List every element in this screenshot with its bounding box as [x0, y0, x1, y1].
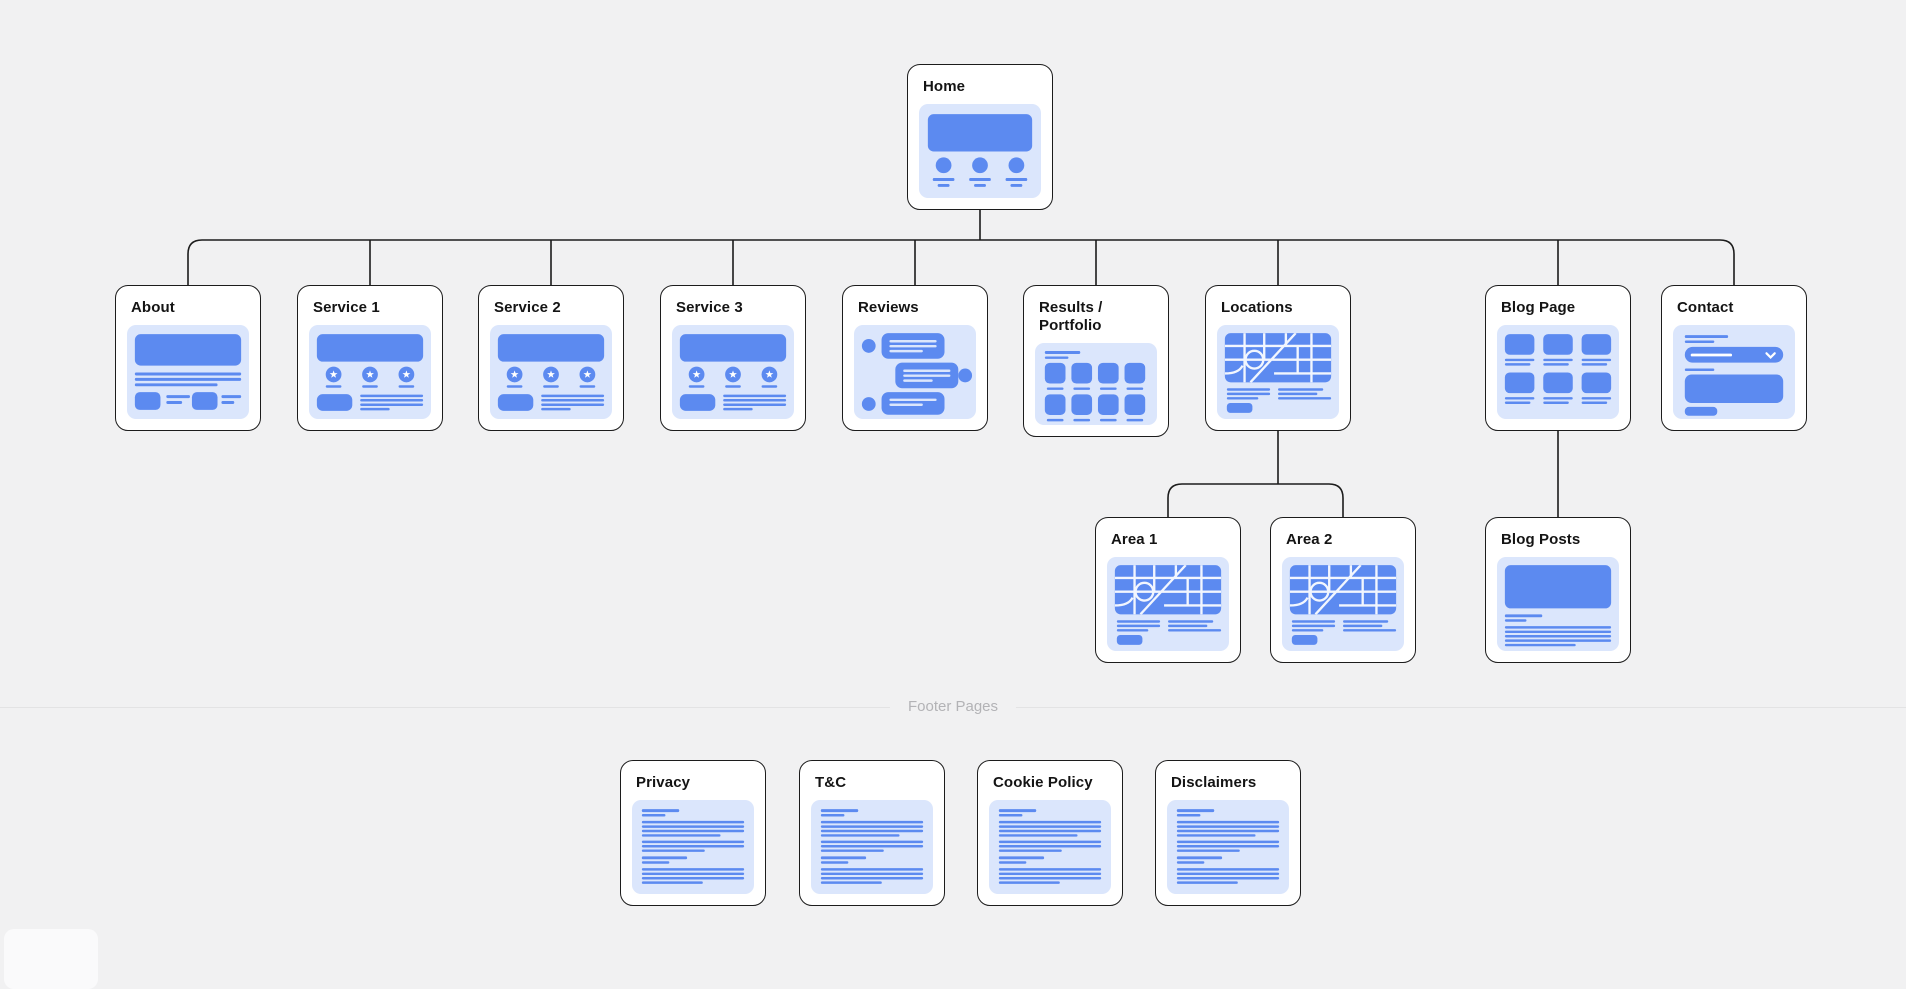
legal-thumbnail — [1167, 800, 1289, 894]
node-title: Results / Portfolio — [1039, 299, 1103, 334]
map-thumbnail — [1107, 557, 1229, 651]
contact-thumbnail — [1673, 325, 1795, 419]
legal-thumbnail — [989, 800, 1111, 894]
service-thumbnail — [309, 325, 431, 419]
map-thumbnail — [1282, 557, 1404, 651]
node-card-results[interactable]: Results / Portfolio — [1023, 285, 1169, 437]
reviews-thumbnail — [854, 325, 976, 419]
node-card-tc[interactable]: T&C — [799, 760, 945, 906]
node-card-home[interactable]: Home — [907, 64, 1053, 210]
node-title: Area 2 — [1286, 531, 1333, 548]
node-card-privacy[interactable]: Privacy — [620, 760, 766, 906]
node-title: Service 1 — [313, 299, 380, 316]
node-card-service3[interactable]: Service 3 — [660, 285, 806, 431]
legal-thumbnail — [632, 800, 754, 894]
partial-card-offscreen — [4, 929, 98, 989]
footer-divider-label: Footer Pages — [889, 698, 1017, 716]
node-title: Locations — [1221, 299, 1293, 316]
node-card-about[interactable]: About — [115, 285, 261, 431]
portfolio-thumbnail — [1035, 343, 1157, 425]
node-title: About — [131, 299, 175, 316]
node-card-locations[interactable]: Locations — [1205, 285, 1351, 431]
node-title: Service 2 — [494, 299, 561, 316]
node-title: Disclaimers — [1171, 774, 1257, 791]
node-title: Home — [923, 78, 966, 95]
node-title: Service 3 — [676, 299, 743, 316]
node-title: Contact — [1677, 299, 1734, 316]
node-card-blogpage[interactable]: Blog Page — [1485, 285, 1631, 431]
node-title: Cookie Policy — [993, 774, 1093, 791]
home-thumbnail — [919, 104, 1041, 198]
node-card-cookie[interactable]: Cookie Policy — [977, 760, 1123, 906]
node-title: Blog Page — [1501, 299, 1576, 316]
node-card-reviews[interactable]: Reviews — [842, 285, 988, 431]
node-title: Blog Posts — [1501, 531, 1581, 548]
node-card-area2[interactable]: Area 2 — [1270, 517, 1416, 663]
about-thumbnail — [127, 325, 249, 419]
node-card-disclaimers[interactable]: Disclaimers — [1155, 760, 1301, 906]
node-card-service1[interactable]: Service 1 — [297, 285, 443, 431]
node-card-contact[interactable]: Contact — [1661, 285, 1807, 431]
node-title: T&C — [815, 774, 847, 791]
legal-thumbnail — [811, 800, 933, 894]
blogposts-thumbnail — [1497, 557, 1619, 651]
node-card-blogposts[interactable]: Blog Posts — [1485, 517, 1631, 663]
blogpage-thumbnail — [1497, 325, 1619, 419]
service-thumbnail — [490, 325, 612, 419]
node-card-area1[interactable]: Area 1 — [1095, 517, 1241, 663]
map-thumbnail — [1217, 325, 1339, 419]
node-title: Reviews — [858, 299, 919, 316]
node-title: Privacy — [636, 774, 691, 791]
node-card-service2[interactable]: Service 2 — [478, 285, 624, 431]
node-title: Area 1 — [1111, 531, 1158, 548]
service-thumbnail — [672, 325, 794, 419]
